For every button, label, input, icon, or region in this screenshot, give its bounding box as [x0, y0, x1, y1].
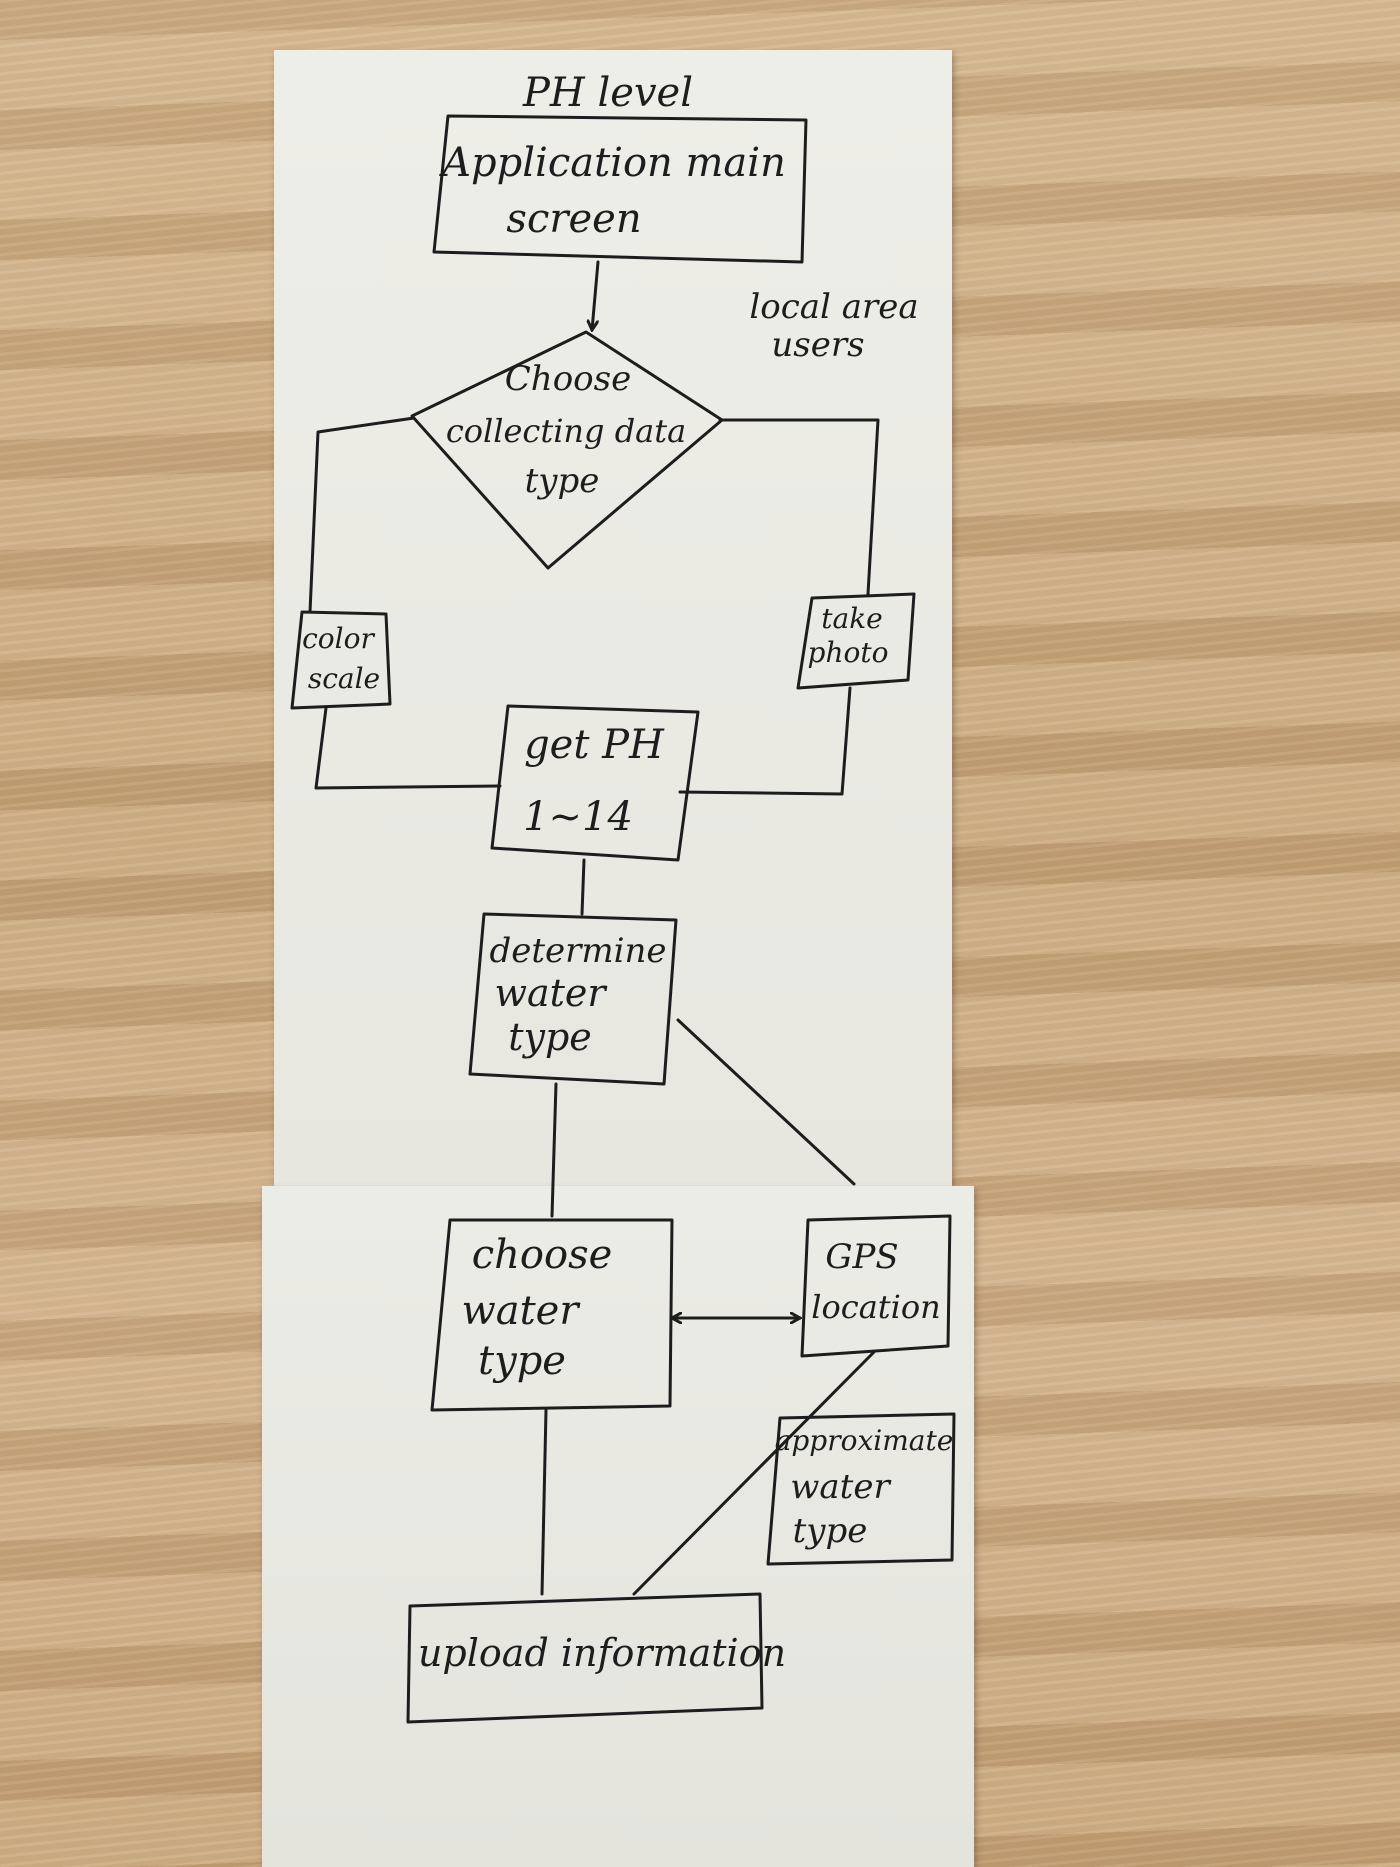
get-ph-label-1: get PH	[524, 722, 665, 768]
connector-choose-to-take-photo	[718, 418, 880, 596]
get-ph-box	[490, 704, 700, 862]
connector-choose-to-color-scale	[308, 416, 416, 614]
header-note-ph-level: PH level	[522, 70, 693, 116]
determine-label-3: type	[508, 1015, 592, 1059]
gps-location-box	[800, 1214, 952, 1358]
upload-information-label: upload information	[418, 1631, 786, 1675]
color-scale-label-2: scale	[308, 662, 380, 695]
main-screen-label-2: screen	[506, 196, 641, 242]
side-note-line-2: users	[771, 325, 864, 365]
choose-data-type-label-2: collecting data	[446, 412, 686, 450]
gps-label-2: location	[811, 1288, 940, 1326]
gps-label-1: GPS	[825, 1237, 898, 1277]
connector-choose-water-to-upload	[540, 1408, 548, 1596]
determine-water-type-box	[468, 912, 678, 1086]
determine-label-1: determine	[489, 931, 666, 971]
take-photo-label-1: take	[821, 602, 882, 635]
connector-take-photo-to-get-ph	[678, 686, 852, 796]
upload-information-box	[406, 1592, 764, 1724]
get-ph-label-2: 1~14	[523, 794, 633, 840]
side-note-line-1: local area	[749, 287, 918, 327]
choose-water-type-box	[430, 1218, 674, 1412]
connector-main-to-choose	[592, 260, 600, 330]
connector-determine-to-gps	[676, 1018, 856, 1186]
connector-color-scale-to-get-ph	[314, 706, 502, 790]
connector-get-ph-to-determine	[580, 858, 586, 916]
choose-water-label-1: choose	[472, 1232, 613, 1278]
take-photo-label-2: photo	[808, 636, 889, 669]
connector-determine-to-choose-water	[550, 1082, 558, 1218]
main-screen-label-1: Application main	[438, 140, 786, 186]
take-photo-box	[796, 592, 916, 690]
choose-water-label-3: type	[478, 1338, 566, 1384]
color-scale-box	[290, 610, 392, 710]
approximate-water-type-box	[766, 1412, 956, 1566]
approximate-label-1: approximate	[775, 1424, 954, 1457]
determine-label-2: water	[494, 971, 608, 1015]
index-card-bottom	[262, 1186, 974, 1867]
main-screen-box	[432, 114, 808, 264]
choose-water-label-2: water	[462, 1288, 582, 1334]
approximate-label-2: water	[790, 1467, 891, 1507]
connector-gps-to-upload	[632, 1350, 876, 1596]
choose-data-type-label-3: type	[525, 461, 600, 501]
approximate-label-3: type	[793, 1511, 868, 1551]
choose-data-type-diamond	[410, 330, 724, 570]
color-scale-label-1: color	[302, 622, 375, 655]
choose-data-type-label-1: Choose	[505, 359, 631, 399]
